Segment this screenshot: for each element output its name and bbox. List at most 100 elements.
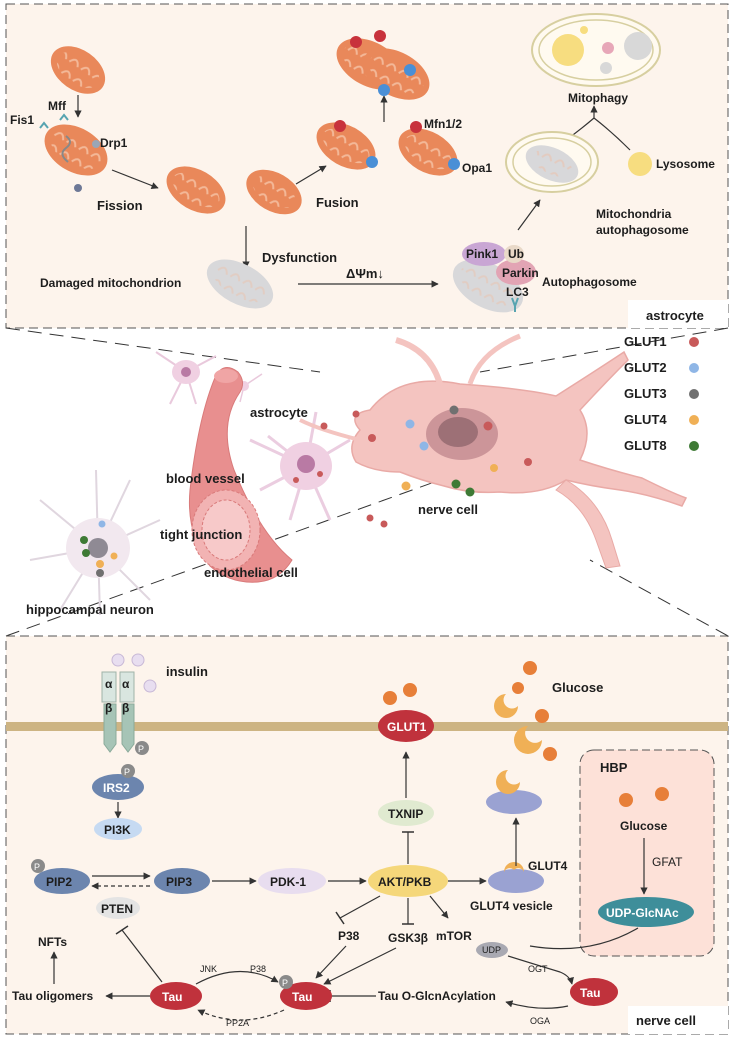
udp-glcnac-label: UDP-GlcNAc	[606, 906, 679, 920]
fis1-label: Fis1	[10, 113, 34, 127]
damaged-mitochondrion-label: Damaged mitochondrion	[40, 276, 181, 290]
hbp-glucose-label: Glucose	[620, 819, 668, 833]
panel-insulin-signaling: nerve cell α α β β insulin P IRS2 P PI3K…	[5, 635, 729, 1035]
ub-blob	[504, 245, 524, 263]
alpha-subunit-2: α	[122, 677, 130, 691]
pi3k-node	[94, 818, 142, 840]
nerve-cell-label: nerve cell	[418, 502, 478, 517]
p38-small-label: P38	[250, 964, 266, 974]
astrocyte-corner-label: astrocyte	[646, 308, 704, 323]
pip2-label: PIP2	[46, 875, 72, 889]
panel-mitochondrial-dynamics: astrocyte Fis1 Mff Drp1 Fission Fusion	[5, 3, 729, 329]
nfts-label: NFTs	[38, 935, 67, 949]
glut4-vesicle	[488, 869, 544, 893]
udp-node	[476, 942, 508, 958]
mtor-label: mTOR	[436, 929, 472, 943]
pi3k-label: PI3K	[104, 823, 131, 837]
fusion-label: Fusion	[316, 195, 359, 210]
legend-glut8-swatch	[689, 441, 699, 451]
drp1-ring	[61, 135, 71, 163]
txnip-label: TXNIP	[388, 807, 423, 821]
mitochondrion-damaged	[206, 259, 274, 309]
gfat-label: GFAT	[652, 855, 683, 869]
mitochondrion-fusion-proteins	[398, 128, 458, 176]
mfn-dot	[334, 120, 346, 132]
mff-dot	[74, 184, 82, 192]
udp-glcnac-node	[598, 897, 694, 927]
mff-label: Mff	[48, 99, 67, 113]
legend-glut4: GLUT4	[624, 412, 667, 427]
tau-node	[150, 982, 202, 1010]
phospho-pip2-label: P	[34, 862, 40, 872]
legend-glut4-swatch	[689, 415, 699, 425]
phospho-tau-label: Tau	[292, 990, 312, 1004]
lysosome-label: Lysosome	[656, 157, 715, 171]
txnip-node	[378, 800, 434, 826]
phospho-receptor-label: P	[138, 744, 144, 754]
glut4-recycling-vesicle	[486, 790, 542, 814]
corner-tab	[628, 300, 728, 328]
tau-label: Tau	[162, 990, 182, 1004]
phospho-irs2-label: P	[124, 767, 130, 777]
pdk1-label: PDK-1	[270, 875, 306, 889]
pink1-label: Pink1	[466, 247, 498, 261]
ogt-label: OGT	[528, 964, 548, 974]
cell-membrane	[6, 722, 728, 731]
mfn-label: Mfn1/2	[424, 117, 462, 131]
mitophagy-label: Mitophagy	[568, 91, 628, 105]
glucose-label: Glucose	[552, 680, 603, 695]
legend-glut3: GLUT3	[624, 386, 667, 401]
opa1-label: Opa1	[462, 161, 492, 175]
tau-oligomers-label: Tau oligomers	[12, 989, 93, 1003]
insulin-receptor	[101, 671, 135, 753]
hbp-label: HBP	[600, 760, 628, 775]
dysfunction-label: Dysfunction	[262, 250, 337, 265]
pten-node	[96, 897, 140, 919]
p38-label: P38	[338, 929, 360, 943]
irs2-node	[92, 774, 144, 800]
mitochondria-autophagosome	[505, 131, 599, 193]
akt-node	[368, 865, 448, 897]
legend-glut1: GLUT1	[624, 334, 667, 349]
nerve-cell-body	[351, 350, 688, 507]
beta-subunit-2: β	[122, 701, 129, 715]
glut4-vesicle-label: GLUT4 vesicle	[470, 899, 553, 913]
pink1-blob	[462, 242, 506, 266]
panel-brain-cells: hippocampal neuron blood vessel tight ju…	[26, 333, 699, 617]
fission-label: Fission	[97, 198, 143, 213]
lc3-label: LC3	[506, 285, 529, 299]
legend-glut1-swatch	[689, 337, 699, 347]
tight-junction-label: tight junction	[160, 527, 242, 542]
glut4-label: GLUT4	[528, 859, 568, 873]
legend-glut8: GLUT8	[624, 438, 667, 453]
phospho-tau-p-label: P	[282, 978, 288, 988]
opa1-dot	[366, 156, 378, 168]
drp1-label: Drp1	[100, 136, 128, 150]
pip3-node	[154, 868, 210, 894]
nerve-cell-corner-label: nerve cell	[636, 1013, 696, 1028]
drp1-dot	[92, 140, 100, 148]
jnk-label: JNK	[200, 964, 217, 974]
legend-glut2: GLUT2	[624, 360, 667, 375]
bottom-corner-tab	[628, 1006, 728, 1034]
hippocampal-nucleus	[88, 538, 108, 558]
hippocampal-neuron-label: hippocampal neuron	[26, 602, 154, 617]
fis1-receptor-icon	[39, 121, 49, 129]
mitochondrion-pre-fusion	[316, 122, 376, 170]
pip2-node	[34, 868, 90, 894]
blood-vessel-label: blood vessel	[166, 471, 245, 486]
tau-oglcnac-node	[570, 978, 618, 1006]
beta-subunit-1: β	[105, 701, 112, 715]
oga-label: OGA	[530, 1016, 550, 1026]
autophagosome-label: Autophagosome	[542, 275, 637, 289]
alpha-subunit-1: α	[105, 677, 113, 691]
glut1-transporter	[378, 710, 434, 742]
astrocyte-label: astrocyte	[250, 405, 308, 420]
mff-receptor-icon	[59, 113, 69, 121]
akt-label: AKT/PKB	[378, 875, 432, 889]
tau-oglcnacylation-label: Tau O-GlcnAcylation	[378, 989, 496, 1003]
glut4-membrane-transporter	[514, 726, 542, 754]
parkin-blob	[496, 259, 536, 285]
mitochondrion-fused	[336, 30, 430, 100]
